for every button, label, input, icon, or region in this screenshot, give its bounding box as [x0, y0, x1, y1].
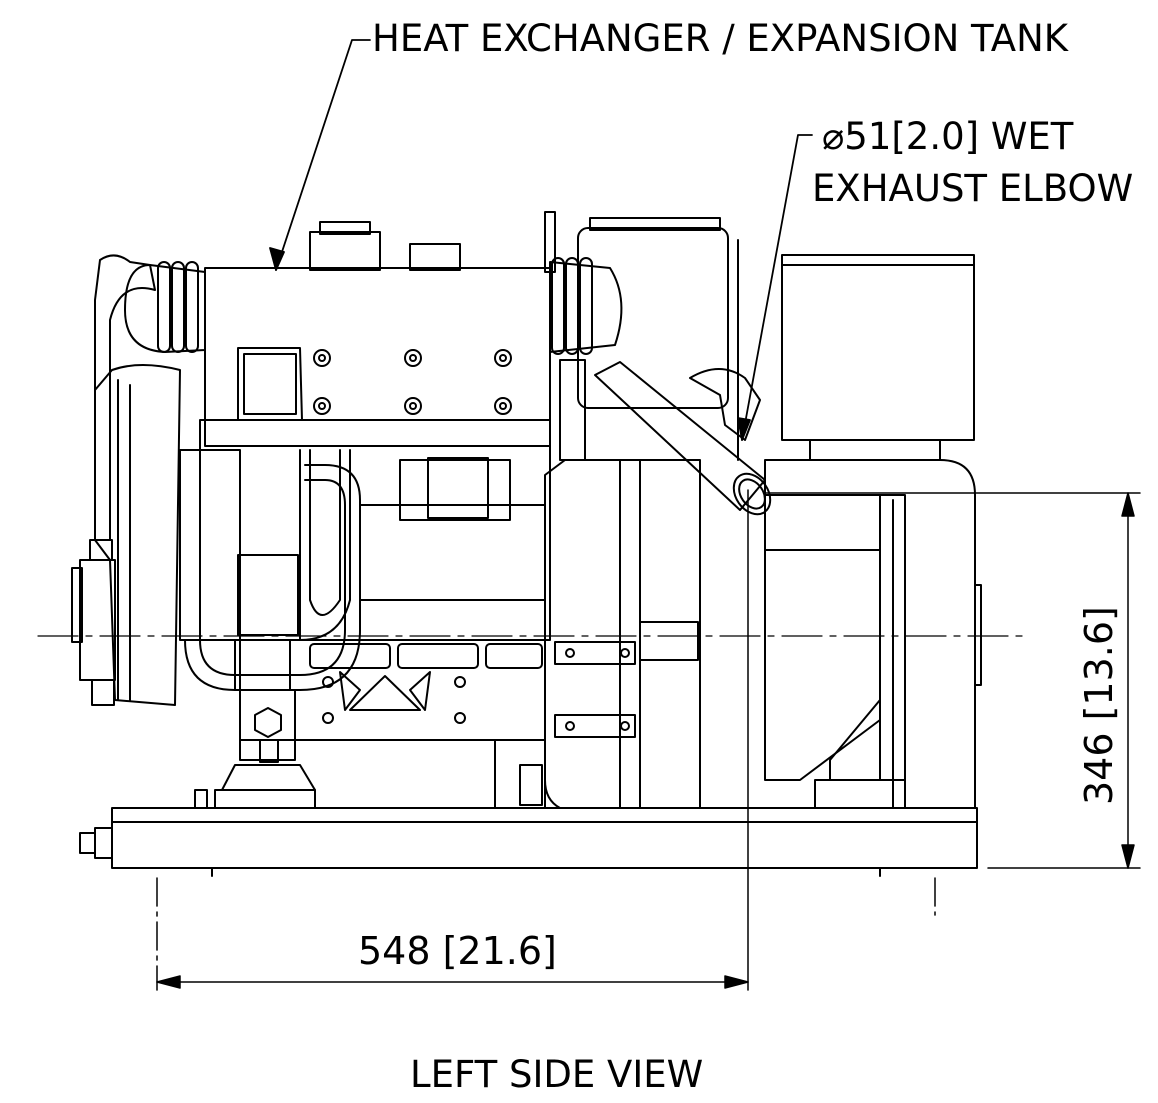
- intake-housing: [544, 211, 739, 461]
- exhaust-elbow-leader: [737, 134, 813, 441]
- exhaust-elbow-label-line1: ⌀51[2.0] WET: [822, 115, 1074, 158]
- horizontal-dimension: 548 [21.6]: [358, 929, 557, 973]
- base-frame: [79, 807, 978, 877]
- engine-block: [179, 419, 551, 641]
- wet-exhaust-elbow: [594, 361, 772, 516]
- exhaust-elbow-label-line2: EXHAUST ELBOW: [812, 167, 1134, 210]
- generator-end: [519, 459, 701, 809]
- front-pulley-housing: [71, 254, 181, 706]
- exhaust-pipe: [184, 464, 361, 691]
- heat-exchanger-label: HEAT EXCHANGER / EXPANSION TANK: [372, 17, 1069, 60]
- heat-exchanger-tank: [124, 221, 623, 447]
- tank-bolts: [313, 349, 512, 415]
- vertical-dimension: 346 [13.6]: [1077, 606, 1121, 805]
- control-box: [764, 254, 982, 809]
- front-engine-mount: [194, 689, 316, 809]
- heat-exchanger-leader: [269, 39, 371, 271]
- dimension-lines: [156, 489, 1141, 991]
- crankcase: [239, 639, 546, 809]
- view-title: LEFT SIDE VIEW: [410, 1053, 704, 1096]
